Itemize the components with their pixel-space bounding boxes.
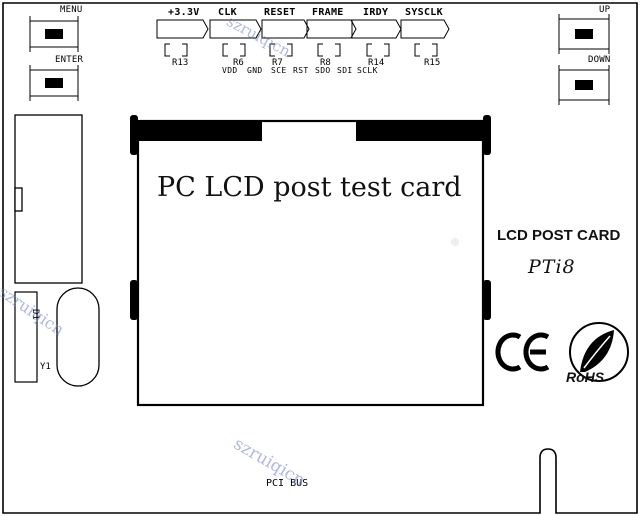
led-label: RESET: [264, 7, 296, 18]
r8-footprint: [317, 43, 341, 57]
y1-label: Y1: [40, 362, 51, 372]
r13-footprint: [164, 43, 188, 57]
pin-label: GND: [247, 66, 263, 75]
led-frame-footprint: [306, 19, 357, 39]
led-label: CLK: [218, 7, 237, 18]
pin-label: RST: [293, 66, 309, 75]
pin-label: SDI: [337, 66, 353, 75]
led-irdy-footprint: [351, 19, 402, 39]
y1-crystal: [56, 287, 100, 387]
down-button-body: [558, 65, 610, 105]
pin-label: SCLK: [357, 66, 378, 75]
d1-footprint: [14, 291, 38, 383]
r6-footprint: [222, 43, 246, 57]
up-button-body: [558, 14, 610, 54]
lcd-post-card-label: LCD POST CARD: [497, 227, 621, 244]
resistor-label: R13: [172, 58, 189, 68]
pin-label: SCE: [271, 66, 287, 75]
resistor-label: R8: [320, 58, 331, 68]
lcd-title: PC LCD post test card: [157, 172, 462, 203]
pin-label: VDD: [222, 66, 238, 75]
up-label: UP: [599, 5, 611, 15]
model-name: PTi8: [528, 256, 576, 278]
led-3v3-footprint: [156, 19, 209, 39]
down-label: DOWN: [588, 55, 611, 65]
resistor-label: R15: [424, 58, 441, 68]
enter-label: ENTER: [55, 55, 84, 65]
led-label: FRAME: [312, 7, 344, 18]
r15-footprint: [414, 43, 438, 57]
rohs-badge: [569, 322, 629, 382]
menu-label: MENU: [60, 5, 83, 15]
resistor-label: R6: [233, 58, 244, 68]
left-connector: [14, 114, 83, 284]
pci-bus-label: PCI BUS: [266, 478, 309, 489]
r7-footprint: [269, 43, 293, 57]
menu-button-body: [29, 16, 79, 52]
led-sysclk-footprint: [400, 19, 450, 39]
pin-label: SDO: [315, 66, 331, 75]
resistor-label: R7: [272, 58, 283, 68]
lcd-module: [130, 115, 491, 407]
r14-footprint: [366, 43, 390, 57]
rohs-label: RoHS: [566, 369, 605, 385]
resistor-label: R14: [368, 58, 385, 68]
ce-mark: [495, 332, 550, 372]
led-footprints: [156, 19, 450, 39]
enter-button-body: [29, 65, 79, 101]
led-label: +3.3V: [168, 7, 200, 18]
led-label: SYSCLK: [405, 7, 443, 18]
led-clk-footprint: [209, 19, 262, 39]
led-label: IRDY: [363, 7, 389, 18]
resistor-footprints: [164, 43, 438, 57]
